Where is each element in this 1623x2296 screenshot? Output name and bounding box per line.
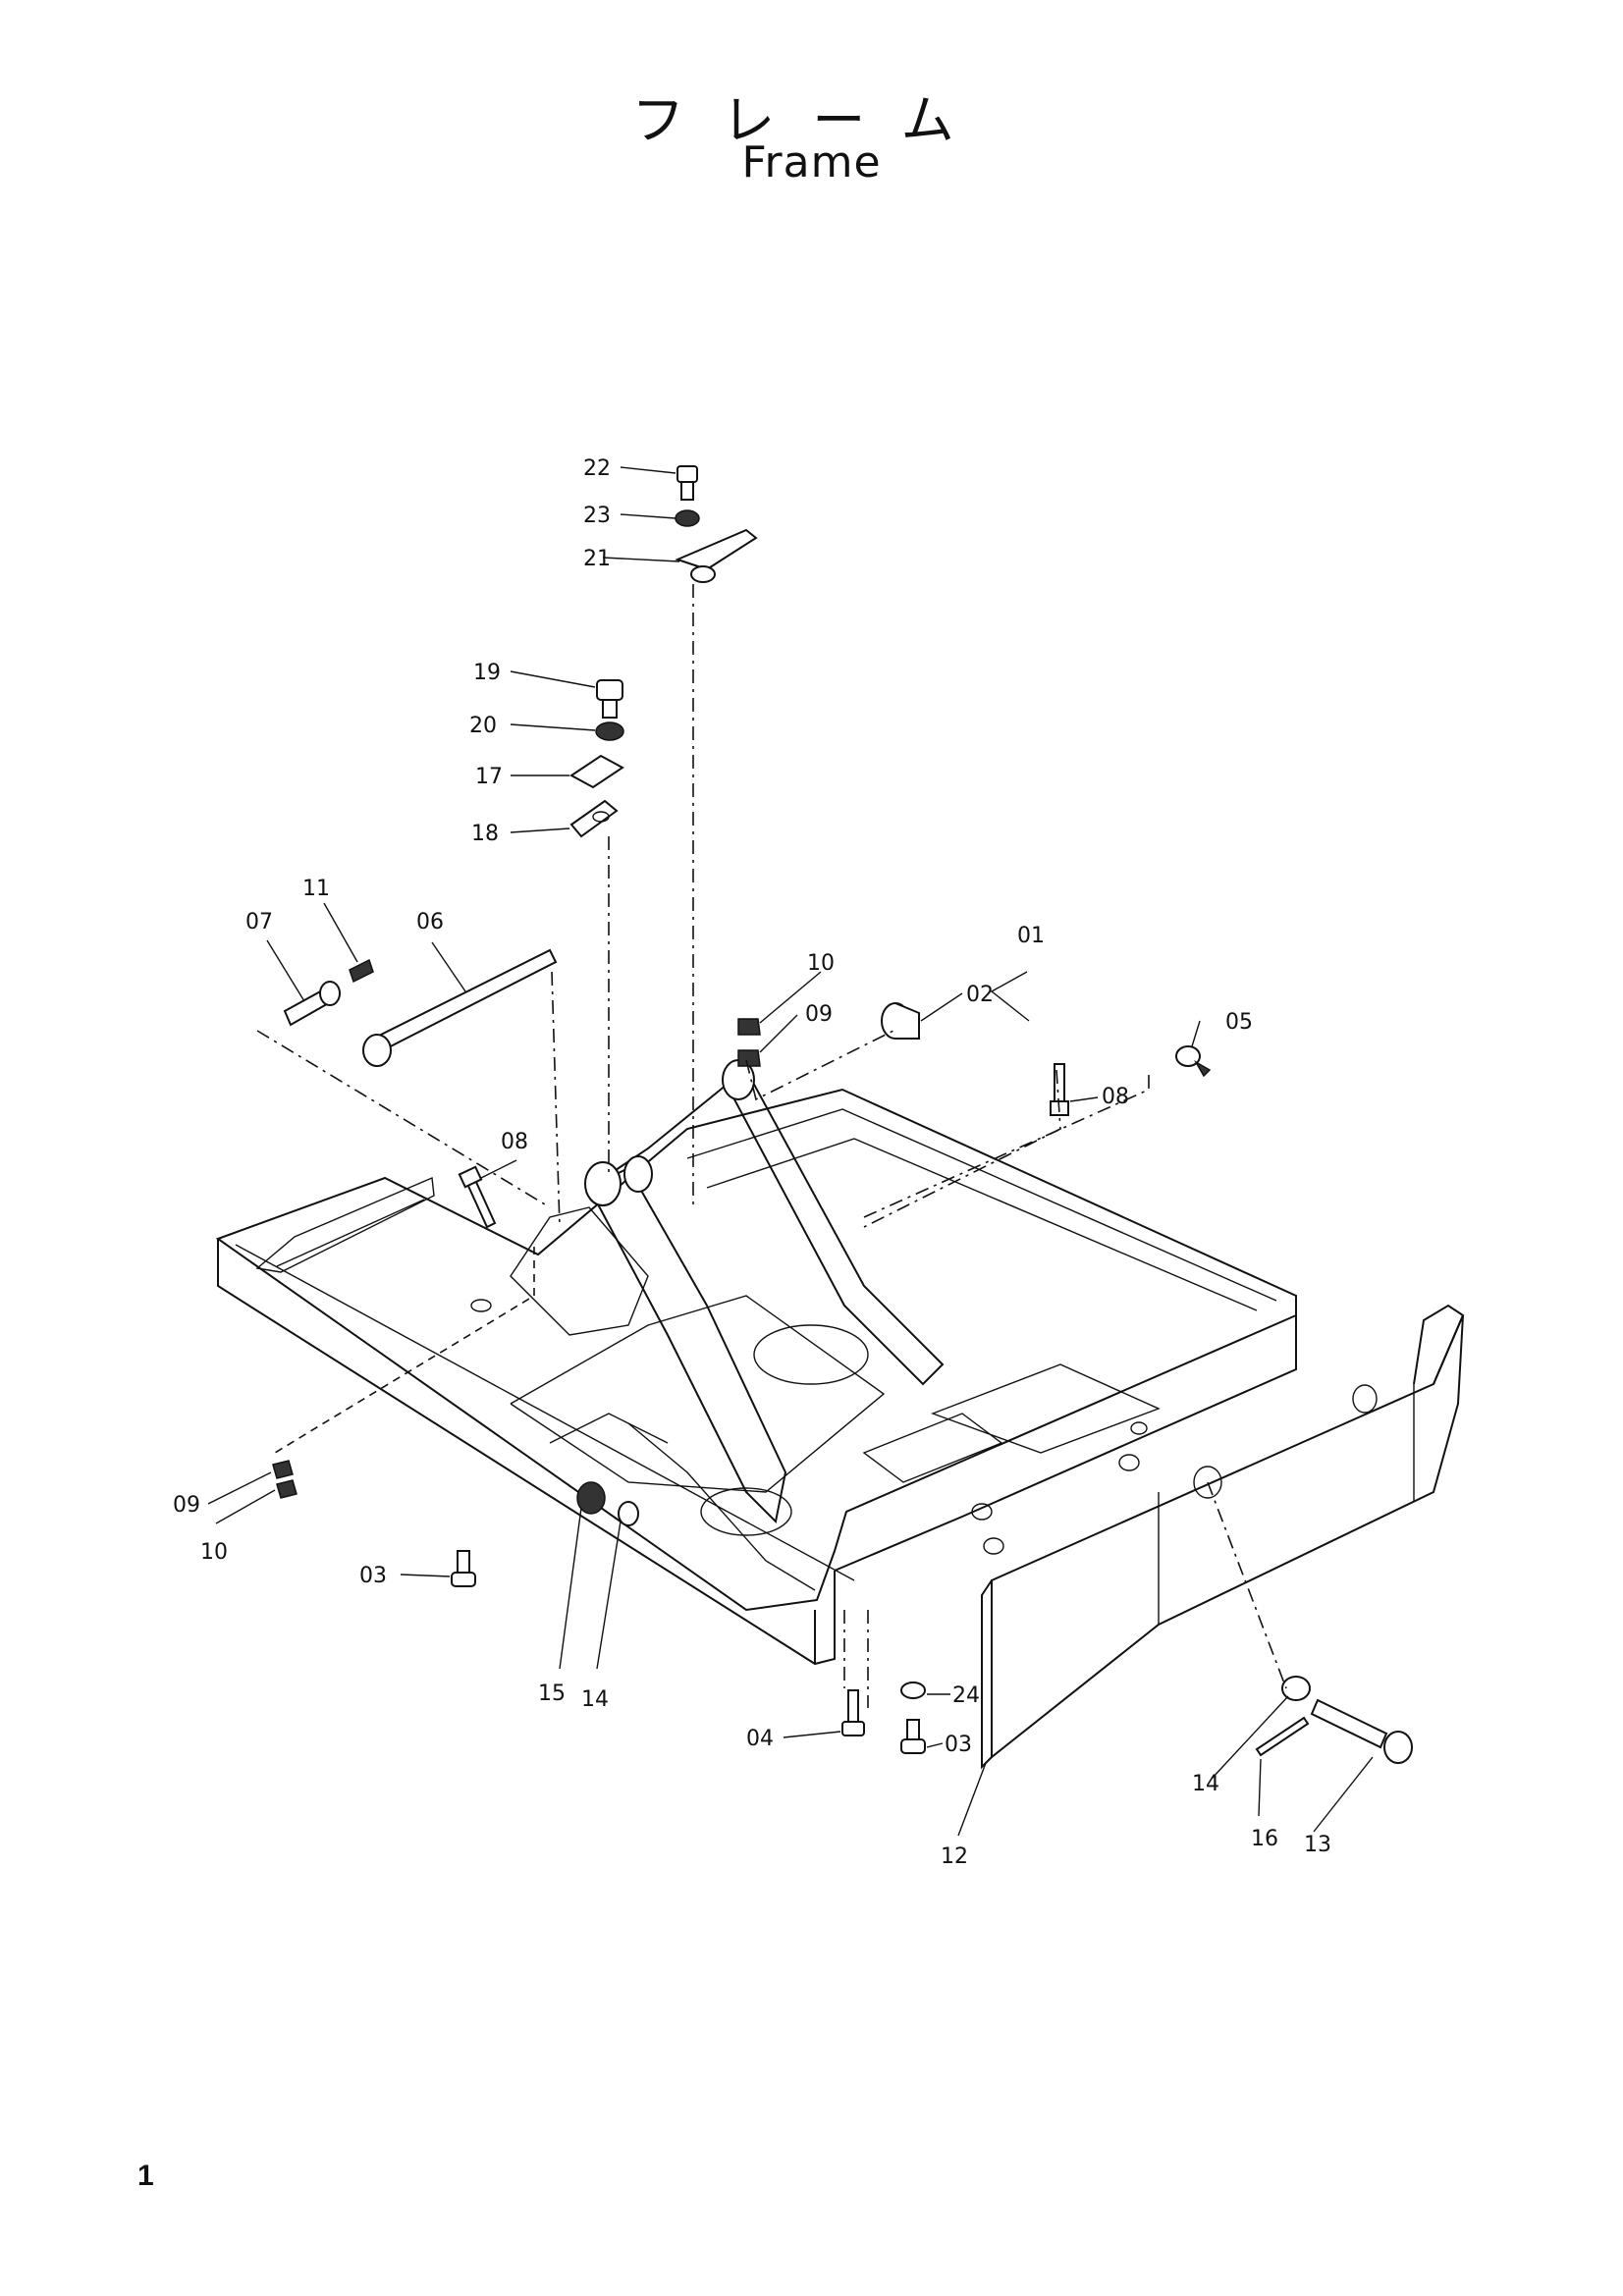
callout-24: 24: [952, 1683, 980, 1708]
callout-10-top: 10: [807, 951, 835, 976]
callout-14-left: 14: [581, 1687, 609, 1712]
callout-22: 22: [583, 456, 611, 481]
callout-18: 18: [471, 822, 499, 846]
center-lines: [256, 584, 1287, 1708]
callout-10-bottom: 10: [200, 1540, 228, 1565]
callout-11: 11: [302, 877, 330, 901]
callout-21: 21: [583, 547, 611, 571]
callout-17: 17: [475, 765, 503, 789]
callout-05: 05: [1225, 1010, 1253, 1035]
callout-08-left: 08: [501, 1130, 528, 1154]
callout-02: 02: [966, 983, 994, 1007]
frame-body: [215, 1088, 1297, 1666]
callout-03-left: 03: [359, 1564, 387, 1588]
callout-07: 07: [245, 910, 273, 934]
callout-04: 04: [746, 1727, 774, 1751]
callout-08-right: 08: [1102, 1085, 1129, 1109]
callout-16: 16: [1251, 1827, 1278, 1851]
callout-06: 06: [416, 910, 444, 934]
callout-01: 01: [1017, 924, 1045, 948]
leader-lines: [207, 466, 1374, 1837]
callout-09-top: 09: [805, 1002, 833, 1027]
callout-20: 20: [469, 714, 497, 738]
callout-19: 19: [473, 661, 501, 685]
callout-15: 15: [538, 1682, 566, 1706]
callout-03-right: 03: [945, 1733, 972, 1757]
callout-labels: 22 23 21 19 20 17 18 11 07 06 01 10 02 0…: [173, 456, 1331, 1869]
callout-13: 13: [1304, 1833, 1331, 1857]
boom-bracket: [510, 1059, 945, 1524]
small-parts: [272, 465, 1413, 1764]
callout-23: 23: [583, 504, 611, 528]
callout-12: 12: [941, 1844, 968, 1869]
title-english: Frame: [741, 137, 882, 187]
counterweight: [981, 1304, 1465, 1770]
page-number: 1: [137, 2160, 154, 2192]
title-japanese: フレーム: [631, 89, 992, 151]
callout-14-right: 14: [1192, 1772, 1219, 1796]
callout-09-bottom: 09: [173, 1493, 200, 1518]
